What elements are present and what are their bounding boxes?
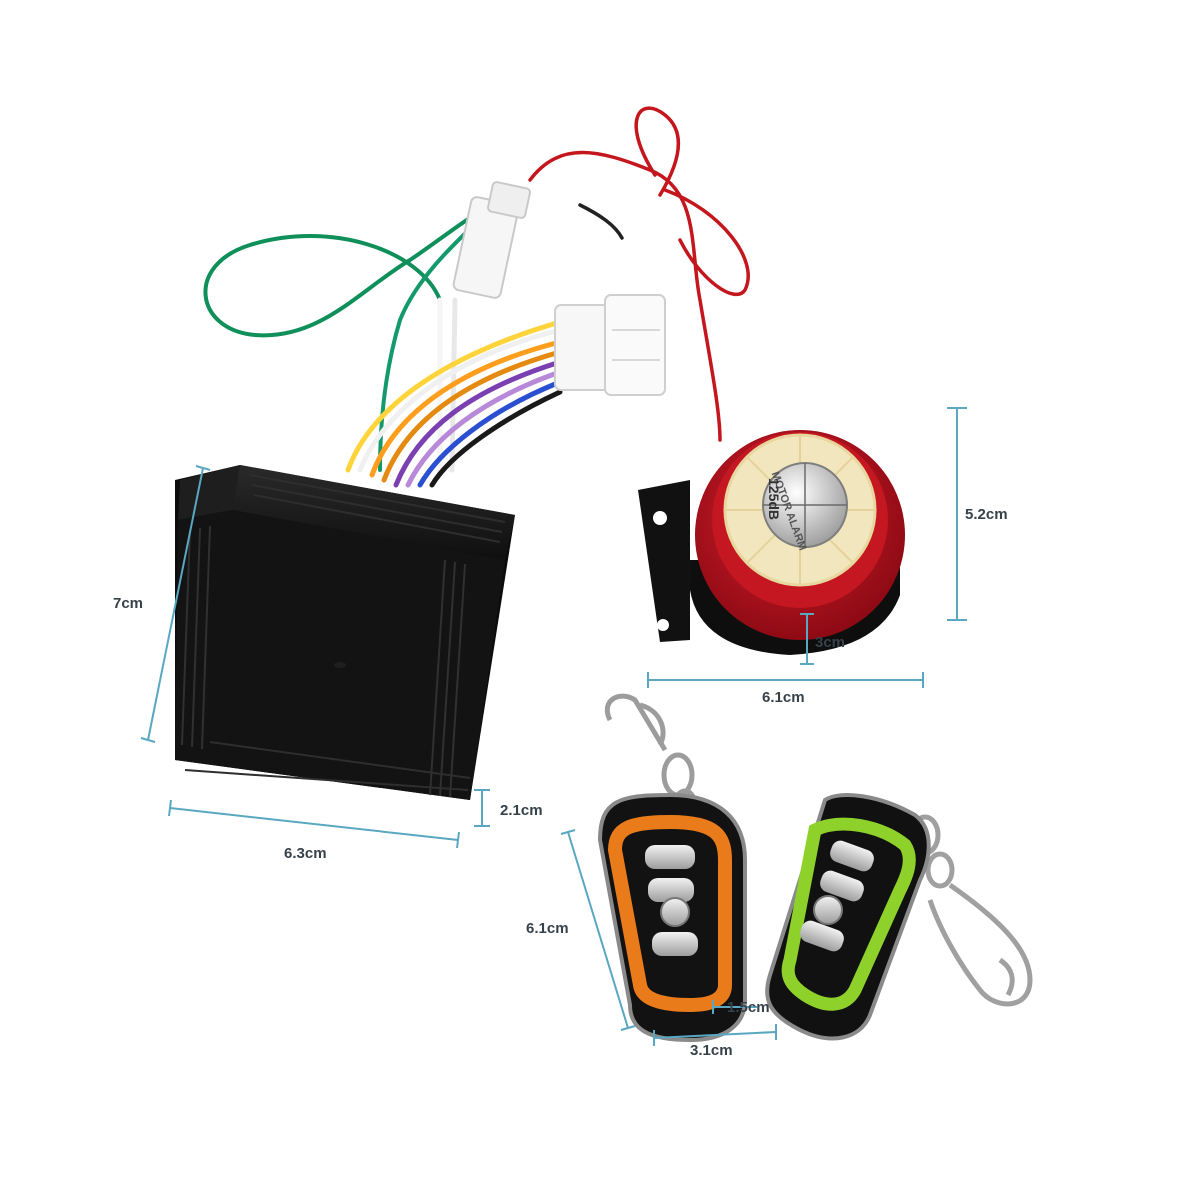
remote-green-icon	[765, 793, 1033, 1041]
red-loop-1	[634, 106, 681, 197]
red-loop-2	[663, 188, 750, 297]
dim-module-depth: 2.1cm	[500, 802, 543, 819]
dimension-lines	[140, 407, 967, 1046]
connector-large	[554, 294, 666, 396]
dim-remote-width-line	[653, 1031, 777, 1039]
dim-remote-height-line	[567, 831, 629, 1029]
siren-icon	[638, 430, 905, 655]
green-wire	[203, 198, 502, 338]
dim-siren-width: 6.1cm	[762, 689, 805, 706]
red-wire	[528, 150, 722, 442]
dim-module-height-line	[147, 467, 204, 741]
connector-small	[452, 181, 531, 299]
dim-module-height: 7cm	[113, 595, 144, 612]
dim-module-width: 6.3cm	[284, 845, 327, 862]
remote-orange-icon	[597, 693, 747, 1043]
dim-remote-depth: 1.5cm	[727, 999, 770, 1016]
wire-harness	[203, 106, 750, 488]
alarm-module-icon	[175, 465, 515, 800]
dim-remote-height: 6.1cm	[526, 920, 569, 937]
dim-module-width-line	[169, 807, 459, 841]
dim-remote-width: 3.1cm	[690, 1042, 733, 1059]
black-short-wire	[578, 203, 624, 240]
dim-siren-depth: 3cm	[815, 634, 846, 651]
dim-siren-height: 5.2cm	[965, 506, 1008, 523]
siren-label-bottom: 125dB	[766, 478, 782, 521]
